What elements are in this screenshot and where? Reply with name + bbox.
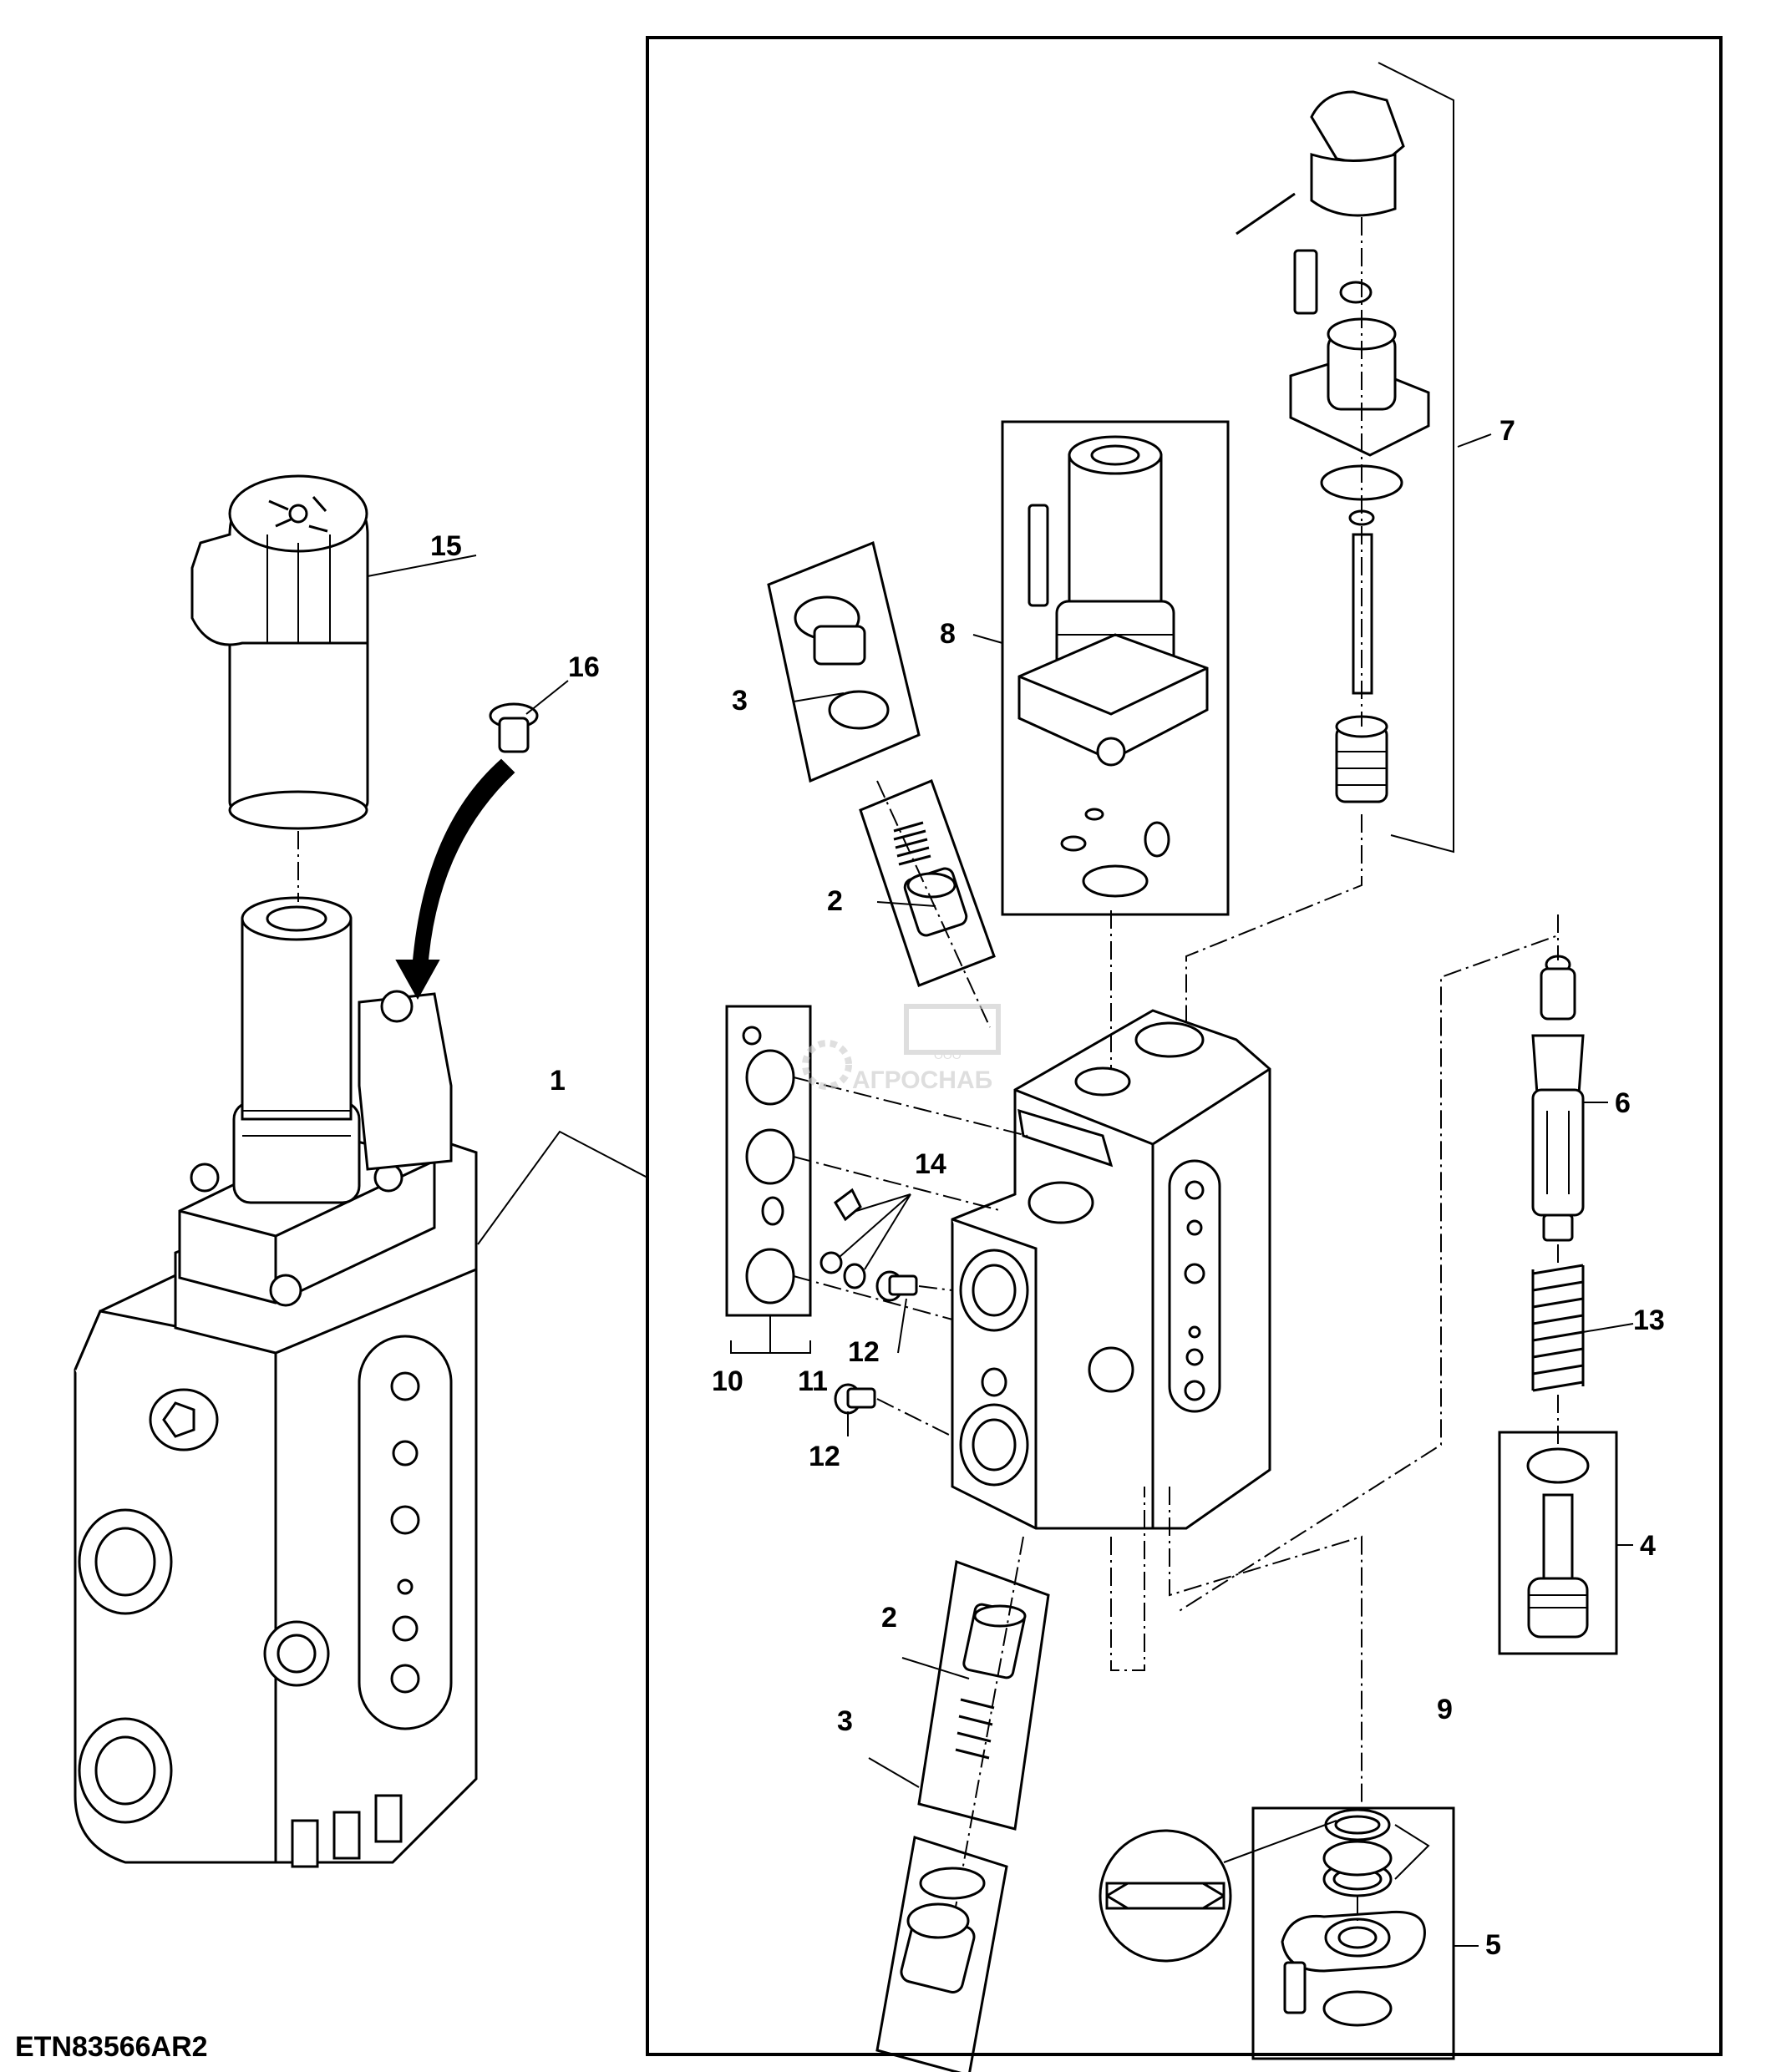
callout-7: 7 — [1499, 415, 1515, 447]
spring-item-13 — [1531, 1264, 1585, 1392]
small-parts-item-14 — [819, 1188, 866, 1289]
plug-item-3-lower — [875, 1836, 1008, 2072]
axis-route-5b — [1169, 1487, 1362, 1812]
valve-body-exploded — [951, 1009, 1271, 1530]
fitting-item-12-lower — [834, 1383, 876, 1415]
plug-item-16 — [489, 702, 539, 753]
cartridge-item-8 — [1017, 435, 1209, 898]
callout-1: 1 — [550, 1065, 566, 1097]
leader-seal-3 — [793, 1275, 953, 1320]
callout-5: 5 — [1485, 1929, 1501, 1961]
box-item-8 — [1001, 420, 1230, 916]
callout-16: 16 — [568, 651, 600, 683]
plug-item-3-upper — [767, 540, 921, 783]
callout-leaders — [367, 433, 1634, 1947]
spring-item-2-lower — [917, 1559, 1050, 1831]
callout-8: 8 — [940, 618, 956, 650]
callout-4: 4 — [1640, 1530, 1656, 1562]
exploded-view-frame — [646, 36, 1723, 2056]
leader-seal-2 — [793, 1156, 1003, 1212]
callout-2-upper: 2 — [827, 885, 843, 917]
figure-code: ETN83566AR2 — [15, 2031, 208, 2063]
callout-2-lower: 2 — [881, 1602, 897, 1634]
watermark-logo: ООО АГРОСНАБ — [802, 1004, 1001, 1094]
axis-item-2-3-lower — [943, 1536, 1024, 1972]
fitting-item-12-upper — [875, 1270, 918, 1302]
bracket-item-9 — [1394, 1824, 1430, 1880]
axis-fitting-lower — [876, 1398, 953, 1437]
axis-item-2-3-upper — [876, 780, 991, 1028]
axis-fitting-upper — [918, 1285, 953, 1291]
spool-handle-item-7 — [1236, 90, 1430, 803]
axis-route-5a — [1110, 1487, 1145, 1671]
knob-cap-item-15 — [190, 474, 369, 830]
axis-item-7-to-body — [1185, 814, 1362, 1027]
valve-assembly-assembled — [74, 896, 478, 1868]
callout-6: 6 — [1615, 1087, 1631, 1119]
callout-9: 9 — [1437, 1694, 1453, 1725]
spring-item-2-upper — [859, 779, 996, 987]
plug-item-4 — [1498, 1431, 1618, 1655]
install-arrow — [395, 758, 515, 1001]
callout-10: 10 — [712, 1365, 743, 1397]
callout-14: 14 — [915, 1148, 946, 1180]
callout-13: 13 — [1633, 1304, 1665, 1336]
watermark-text: АГРОСНАБ — [852, 1066, 992, 1094]
callout-3-upper: 3 — [732, 685, 748, 717]
flange-item-5 — [1251, 1806, 1455, 2060]
callout-3-lower: 3 — [837, 1705, 853, 1737]
callout-11: 11 — [798, 1365, 828, 1397]
callout-15: 15 — [430, 530, 462, 562]
seal-card-items-10-11 — [725, 1005, 812, 1354]
bracket-item-7 — [1378, 62, 1454, 854]
watermark-subtext: ООО — [934, 1048, 962, 1061]
spool-item-6 — [1531, 955, 1585, 1242]
axis-route-6 — [1177, 914, 1559, 1613]
callout-12-upper: 12 — [848, 1336, 880, 1368]
callout-12-lower: 12 — [809, 1441, 840, 1472]
